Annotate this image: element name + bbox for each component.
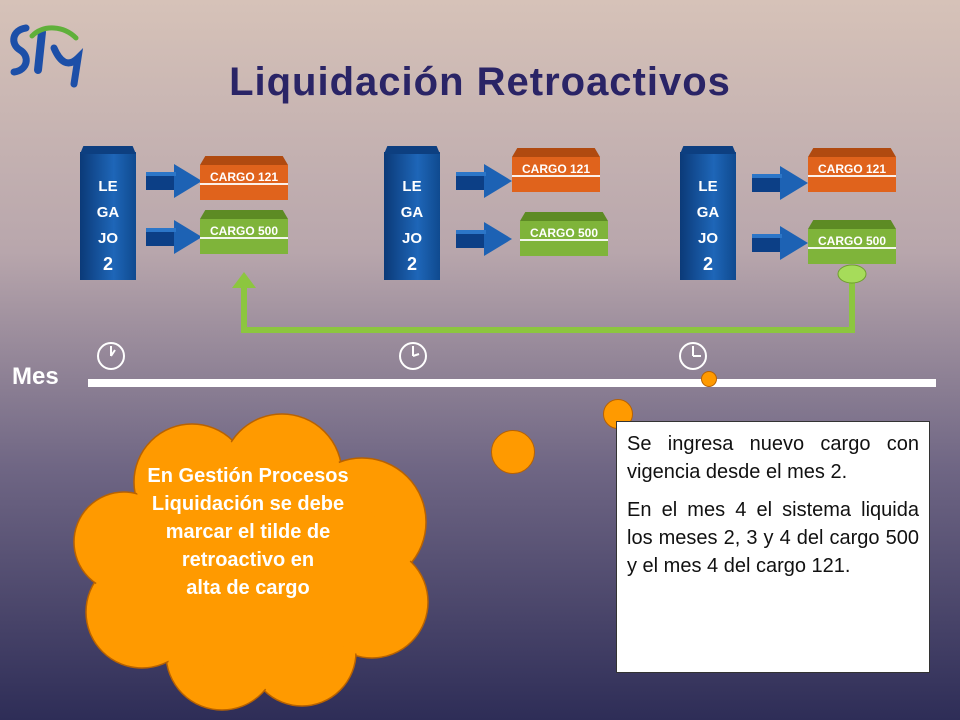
clock-icon-mes-2 — [97, 342, 125, 370]
arrow-right-icon — [752, 226, 808, 260]
cargo-121-label: CARGO 121 — [521, 162, 591, 176]
legajo-text-le: LE — [698, 178, 718, 195]
page-title: Liquidación Retroactivos — [229, 60, 731, 104]
cloud-line: En Gestión Procesos — [147, 465, 349, 487]
cargo-500-box: CARGO 500 — [200, 210, 288, 254]
legajo-2-group1: LE GA JO 2 — [80, 146, 136, 280]
cargo-500-box: CARGO 500 — [808, 220, 896, 264]
legajo-number: 2 — [102, 254, 113, 274]
si-logo-icon — [10, 24, 84, 88]
legajo-text-ga: GA — [96, 204, 120, 221]
cargo-121-label: CARGO 121 — [817, 162, 887, 176]
clock-icon-mes-3 — [399, 342, 427, 370]
cloud-line: retroactivo en — [181, 549, 315, 571]
cloud-note-text: En Gestión Procesos Liquidación se debe … — [92, 462, 404, 602]
legajo-text-jo: JO — [97, 230, 118, 247]
timeline-label: Mes — [12, 363, 59, 390]
legajo-2-group2: LE GA JO 2 — [384, 146, 440, 280]
legajo-2-group3: LE GA JO 2 — [680, 146, 736, 280]
thought-cloud-shape — [73, 413, 429, 711]
legajo-text-ga: GA — [400, 204, 424, 221]
cargo-121-box: CARGO 121 — [512, 148, 600, 192]
bubble-dot-small — [701, 371, 717, 387]
arrow-right-icon — [456, 222, 512, 256]
info-box: Se ingresa nuevo cargo con vigencia desd… — [616, 421, 930, 673]
cargo-121-label: CARGO 121 — [209, 170, 279, 184]
cargo-121-box: CARGO 121 — [808, 148, 896, 192]
arrow-right-icon — [146, 220, 202, 254]
legajo-number: 2 — [702, 254, 713, 274]
timeline-axis — [88, 379, 936, 387]
legajo-number: 2 — [406, 254, 417, 274]
legajo-text-ga: GA — [696, 204, 720, 221]
retro-connector-arrow — [232, 264, 867, 333]
legajo-text-le: LE — [402, 178, 422, 195]
arrow-right-icon — [146, 164, 202, 198]
cloud-line: marcar el tilde de — [165, 521, 331, 543]
legajo-text-le: LE — [98, 178, 118, 195]
cargo-121-box: CARGO 121 — [200, 156, 288, 200]
info-paragraph-2: En el mes 4 el sistema liquida los meses… — [627, 499, 919, 577]
legajo-text-jo: JO — [401, 230, 422, 247]
cargo-500-label: CARGO 500 — [529, 226, 599, 240]
info-paragraph-1: Se ingresa nuevo cargo con vigencia desd… — [627, 433, 919, 483]
bubble-dot-large — [491, 430, 535, 474]
legajo-text-jo: JO — [697, 230, 718, 247]
arrow-right-icon — [456, 164, 512, 198]
cargo-500-label: CARGO 500 — [209, 224, 279, 238]
cargo-500-label: CARGO 500 — [817, 234, 887, 248]
cloud-line: Liquidación se debe — [151, 493, 345, 515]
clock-icon-mes-4 — [679, 342, 707, 370]
cloud-line: alta de cargo — [186, 577, 310, 599]
arrow-right-icon — [752, 166, 808, 200]
cargo-500-box: CARGO 500 — [520, 212, 608, 256]
